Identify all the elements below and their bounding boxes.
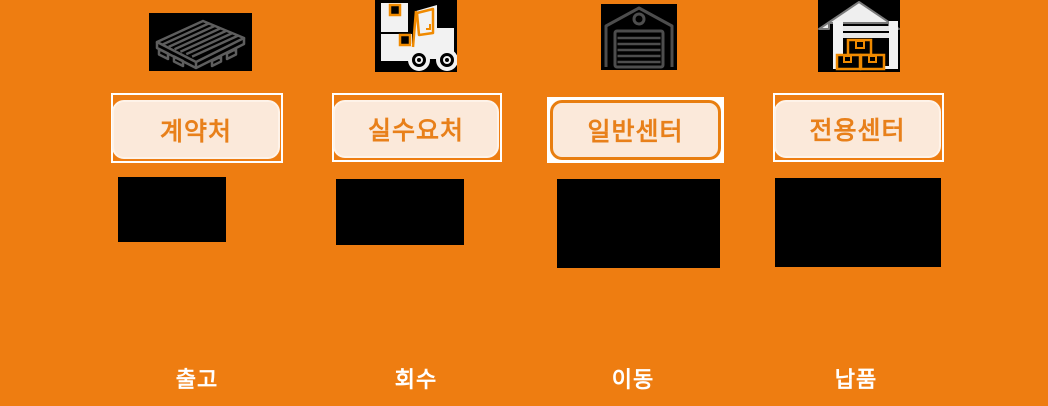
general-center-image-placeholder	[557, 179, 720, 268]
dedicated-center-button-frame: 전용센터	[773, 93, 944, 162]
flow-label-shipping: 출고	[175, 367, 219, 392]
column-contract: 계약처 출고	[100, 0, 290, 406]
pallet-icon	[149, 13, 252, 71]
flow-label-move: 이동	[611, 367, 655, 392]
contract-button[interactable]: 계약처	[112, 100, 280, 159]
general-center-button[interactable]: 일반센터	[550, 100, 721, 160]
flow-label-delivery: 납품	[834, 367, 878, 392]
garage-icon	[601, 4, 677, 70]
general-center-button-frame: 일반센터	[547, 97, 724, 163]
column-dedicated-center: 전용센터 납품	[760, 0, 950, 406]
consumer-button-frame: 실수요처	[332, 93, 502, 162]
dedicated-center-image-placeholder	[775, 178, 941, 267]
forklift-icon	[375, 0, 457, 72]
column-general-center: 일반센터 이동	[540, 0, 735, 406]
warehouse-boxes-icon	[818, 0, 900, 72]
contract-image-placeholder	[118, 177, 226, 242]
column-consumer: 실수요처 회수	[320, 0, 510, 406]
consumer-image-placeholder	[336, 179, 464, 245]
flow-label-retrieval: 회수	[394, 367, 438, 392]
contract-button-frame: 계약처	[111, 93, 283, 163]
dedicated-center-button[interactable]: 전용센터	[774, 100, 941, 158]
consumer-button[interactable]: 실수요처	[333, 100, 499, 158]
